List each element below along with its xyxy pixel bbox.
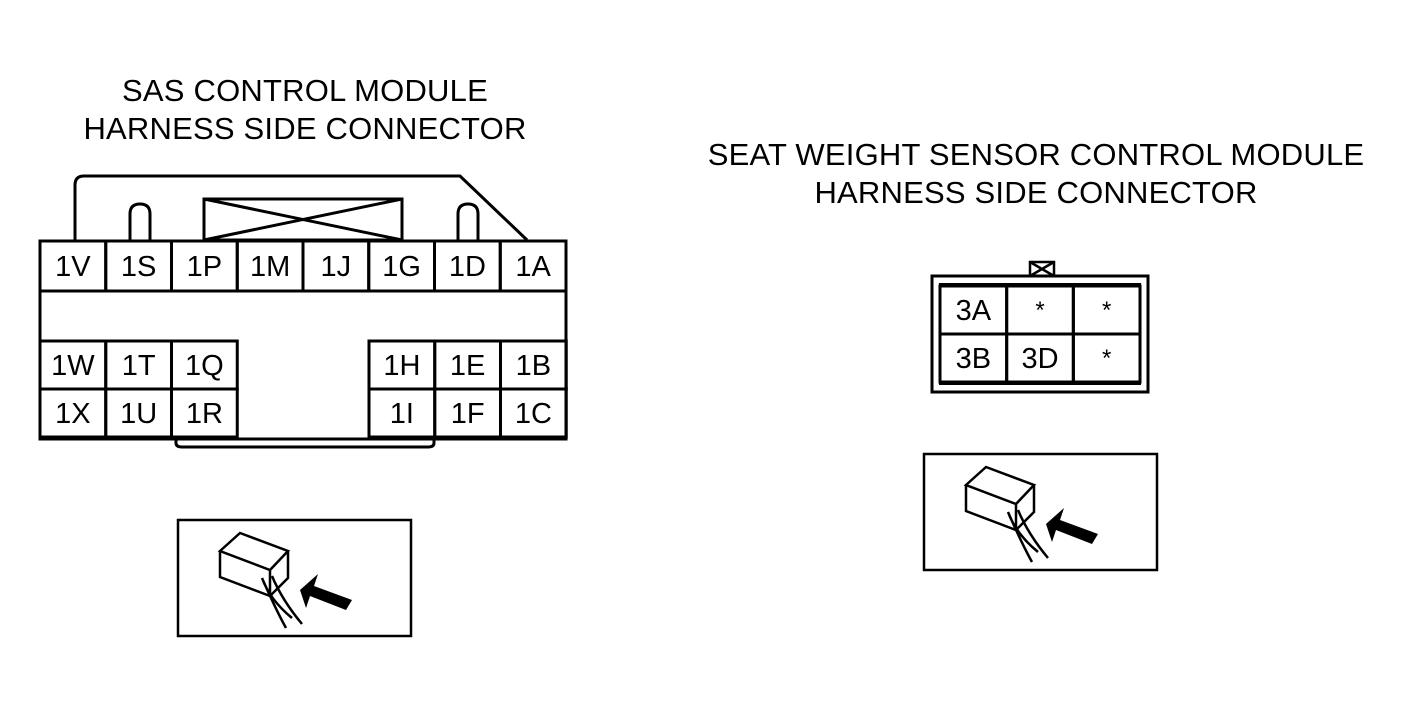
pin-cell: 1E [433,339,502,391]
connector-block-icon [217,531,291,598]
probe-wires-icon [1006,509,1049,563]
pin-cell: 1C [499,387,568,439]
pin-label: 1F [451,398,485,430]
sas-latch-cross [203,197,403,242]
sas-lock-tab-left [128,202,152,240]
sws-probe-frame [922,452,1159,572]
pin-cell: 1W [38,339,108,391]
pin-label: 1G [382,251,421,283]
pin-cell: 1T [104,339,173,391]
seat-weight-connector-title: SEAT WEIGHT SENSOR CONTROL MODULE HARNES… [676,136,1396,212]
probe-wires-icon [260,575,303,629]
pin-cell: 1J [301,239,371,293]
arrow-icon [1046,508,1098,544]
pin-cell: 1I [367,387,437,439]
pin-cell: 1A [498,239,568,293]
sws-title-line1: SEAT WEIGHT SENSOR CONTROL MODULE [707,137,1365,172]
sas-probe-frame [176,518,413,638]
sas-lock-tab-right [456,202,480,240]
sws-latch-cross [1029,260,1055,278]
pin-label: 1J [321,251,352,283]
pin-label: * [1102,297,1111,324]
pin-cell: 1V [38,239,108,293]
pin-label: 1S [121,251,156,283]
pin-label: 1E [450,350,485,382]
sas-probe-illustration [176,518,413,638]
pin-label: 1Q [185,350,224,382]
pin-cell: 1P [170,239,239,293]
pin-label: 1D [449,251,486,283]
pin-cell: 3A [938,284,1009,336]
pin-cell: 3B [938,332,1009,384]
pin-cell: 1M [235,239,305,293]
pin-label: 1P [187,251,222,283]
sas-bottom-key [174,439,436,449]
sas-title-line1: SAS CONTROL MODULE [122,73,488,108]
pin-cell: 1S [104,239,173,293]
pin-cell: 1H [367,339,437,391]
sas-housing-top [73,174,529,242]
pin-cell: 1U [104,387,173,439]
pin-label: * [1102,345,1111,372]
pin-cell: * [1071,332,1142,384]
sas-connector-title: SAS CONTROL MODULE HARNESS SIDE CONNECTO… [40,72,570,148]
pin-cell: 1R [170,387,239,439]
pin-cell: 1F [433,387,502,439]
pin-label: 3B [956,343,991,375]
pin-cell: * [1071,284,1142,336]
connector-block-icon [963,465,1037,532]
pin-cell: 1B [499,339,568,391]
sas-body-frame [38,289,568,441]
pin-cell: 3D [1005,332,1075,384]
pin-cell: 1X [38,387,108,439]
pin-cell-border [498,239,568,293]
pin-label: 1B [516,350,551,382]
pin-label: 1X [55,398,90,430]
pin-label: 1M [250,251,290,283]
pin-label: 1V [55,251,91,283]
sws-latch-box [1028,260,1056,278]
pin-cell-border [1071,332,1142,384]
pin-label: 1A [515,251,551,283]
sas-title-line2: HARNESS SIDE CONNECTOR [83,111,527,146]
pin-cell: 1D [433,239,502,293]
pin-label: 1H [383,350,420,382]
pin-label: 3D [1021,343,1058,375]
pin-label: 1W [51,350,95,382]
pin-cell: 1Q [170,339,239,391]
pin-cell-border [170,387,239,439]
pin-cell: * [1005,284,1075,336]
sws-probe-illustration [922,452,1159,572]
pin-cell-border [499,387,568,439]
arrow-icon [300,574,352,610]
pin-label: 1T [122,350,156,382]
pin-label: 1U [120,398,157,430]
pin-cell: 1G [367,239,436,293]
sws-title-line2: HARNESS SIDE CONNECTOR [814,175,1258,210]
pin-label: * [1035,297,1044,324]
pin-label: 1C [515,398,552,430]
pin-label: 1R [186,398,223,430]
pin-label: 3A [956,295,992,327]
pin-label: 1I [390,398,414,430]
